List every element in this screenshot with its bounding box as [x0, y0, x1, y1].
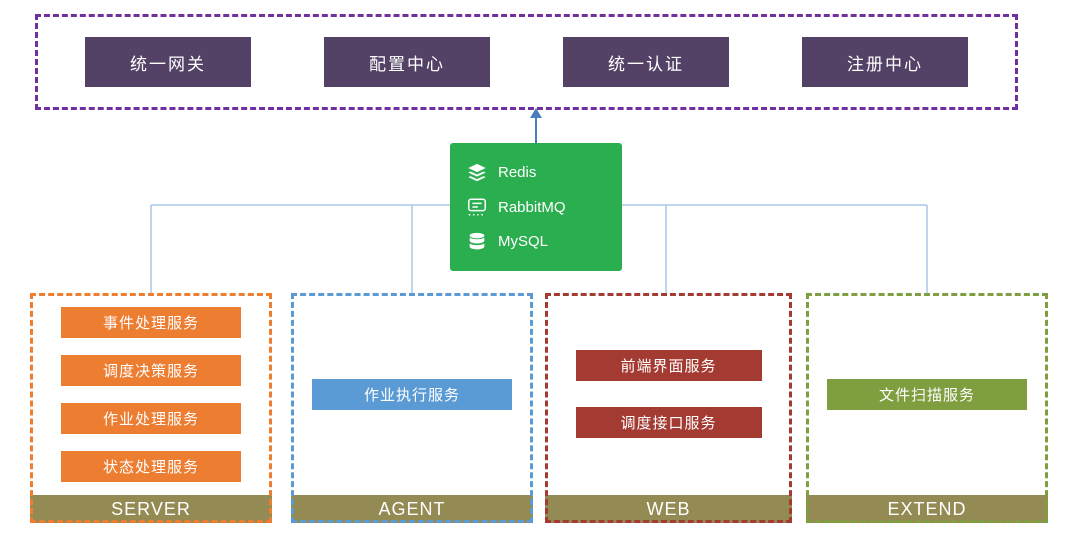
platform-box-gateway: 统一网关 — [85, 37, 251, 87]
platform-box-auth: 统一认证 — [563, 37, 729, 87]
service-box: 调度接口服务 — [575, 407, 762, 438]
platform-box-label: 配置中心 — [369, 54, 445, 74]
platform-box-registry: 注册中心 — [802, 37, 968, 87]
service-box: 作业执行服务 — [312, 378, 512, 410]
group-footer-label: SERVER — [30, 495, 272, 523]
group-web: 前端界面服务 调度接口服务 WEB — [545, 293, 792, 523]
group-agent-services: 作业执行服务 — [291, 293, 533, 495]
middleware-row-mysql: MySQL — [466, 231, 606, 253]
group-extend: 文件扫描服务 EXTEND — [806, 293, 1048, 523]
platform-box-config-center: 配置中心 — [324, 37, 490, 87]
platform-box-label: 统一认证 — [608, 54, 684, 74]
group-footer-label: EXTEND — [806, 495, 1048, 523]
service-box: 文件扫描服务 — [827, 378, 1027, 410]
middleware-box: Redis RabbitMQ MySQL — [450, 143, 622, 271]
middleware-row-redis: Redis — [466, 162, 606, 184]
service-box: 前端界面服务 — [575, 350, 762, 381]
platform-box-label: 统一网关 — [130, 54, 206, 74]
middleware-label: RabbitMQ — [498, 198, 566, 216]
group-footer-label: AGENT — [291, 495, 533, 523]
group-extend-services: 文件扫描服务 — [806, 293, 1048, 495]
middleware-row-rabbitmq: RabbitMQ — [466, 196, 606, 218]
middleware-label: Redis — [498, 164, 537, 181]
platform-box-label: 注册中心 — [847, 54, 923, 74]
platform-band: 统一网关 配置中心 统一认证 注册中心 — [35, 14, 1018, 110]
mysql-icon — [469, 232, 485, 249]
middleware-label: MySQL — [498, 233, 549, 250]
service-box: 调度决策服务 — [61, 354, 241, 386]
arrow-head-icon — [530, 108, 542, 118]
service-box: 事件处理服务 — [61, 306, 241, 338]
rabbitmq-icon — [468, 198, 486, 216]
group-footer-label: WEB — [545, 495, 792, 523]
group-web-services: 前端界面服务 调度接口服务 — [545, 293, 792, 495]
group-agent: 作业执行服务 AGENT — [291, 293, 533, 523]
group-server: 事件处理服务 调度决策服务 作业处理服务 状态处理服务 SERVER — [30, 293, 272, 523]
service-box: 状态处理服务 — [61, 450, 241, 482]
redis-icon — [468, 163, 486, 181]
group-server-services: 事件处理服务 调度决策服务 作业处理服务 状态处理服务 — [30, 293, 272, 495]
service-box: 作业处理服务 — [61, 402, 241, 434]
